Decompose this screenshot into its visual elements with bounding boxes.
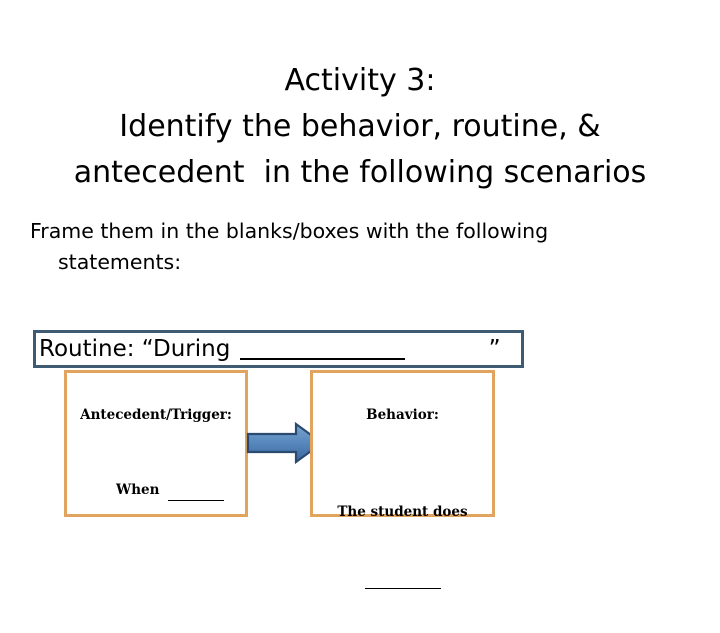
title-line-2: Identify the behavior, routine, & bbox=[119, 109, 601, 144]
subtitle-line-2: statements: bbox=[58, 250, 182, 274]
routine-label: Routine: “During bbox=[39, 336, 238, 362]
antecedent-heading: Antecedent/Trigger: bbox=[80, 407, 232, 423]
behavior-body: The student does bbox=[313, 457, 492, 633]
behavior-heading: Behavior: bbox=[366, 407, 439, 423]
subtitle-line-1: Frame them in the blanks/boxes with the … bbox=[30, 219, 549, 243]
behavior-box[interactable]: Behavior: The student does bbox=[310, 370, 495, 589]
subtitle: Frame them in the blanks/boxes with the … bbox=[30, 216, 650, 278]
routine-close-quote: ” bbox=[488, 336, 501, 362]
right-block-arrow-icon bbox=[246, 421, 324, 465]
antecedent-body-prefix: When bbox=[116, 482, 165, 498]
behavior-blank-line[interactable] bbox=[364, 575, 441, 589]
antecedent-box[interactable]: Antecedent/Trigger: When bbox=[64, 370, 248, 517]
antecedent-blank-line[interactable] bbox=[168, 487, 225, 501]
routine-textbox[interactable]: Routine: “During ” bbox=[33, 330, 524, 368]
antecedent-body: When bbox=[67, 457, 245, 523]
page-title: Activity 3: Identify the behavior, routi… bbox=[22, 58, 698, 196]
slide-canvas: Activity 3: Identify the behavior, routi… bbox=[22, 58, 698, 589]
routine-textbox-content: Routine: “During ” bbox=[39, 332, 524, 366]
title-line-3: antecedent in the following scenarios bbox=[73, 155, 647, 190]
routine-blank-line[interactable] bbox=[239, 339, 405, 360]
behavior-body-line-1: The student does bbox=[337, 504, 468, 520]
title-line-1: Activity 3: bbox=[284, 63, 436, 98]
behavior-body-line-2 bbox=[313, 567, 492, 589]
